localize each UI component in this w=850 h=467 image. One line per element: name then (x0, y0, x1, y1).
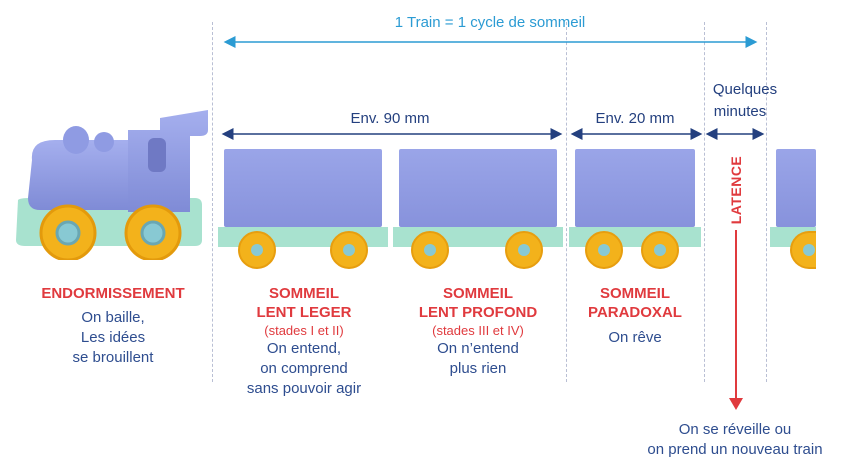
stage-title-line: PARADOXAL (588, 304, 682, 321)
latence-outcome: On se réveille ou on prend un nouveau tr… (620, 420, 850, 460)
outcome-line: on prend un nouveau train (647, 441, 823, 458)
duration-latence-2: minutes (713, 103, 767, 120)
stage-sub: (stades I et II) (264, 323, 344, 338)
stage-endormissement: ENDORMISSEMENT On baille, Les idées se b… (0, 284, 226, 368)
cycle-label: 1 Train = 1 cycle de sommeil (394, 14, 586, 31)
wagon-paradoxal (575, 149, 695, 227)
stage-title: ENDORMISSEMENT (41, 285, 185, 302)
wheel-icon (641, 231, 679, 269)
stage-title-line: LENT PROFOND (418, 304, 538, 321)
wheel-icon (585, 231, 623, 269)
duration-latence-1: Quelques (712, 81, 778, 98)
separator-paradoxal (566, 22, 567, 382)
locomotive-icon (16, 110, 208, 260)
stage-lent-profond: SOMMEIL LENT PROFOND (stades III et IV) … (392, 284, 564, 379)
stage-title-line: SOMMEIL (600, 285, 670, 302)
separator-end (766, 22, 767, 382)
stage-title-line: SOMMEIL (269, 285, 339, 302)
duration-light-deep: Env. 90 mm (350, 110, 430, 127)
wheel-icon (790, 231, 816, 269)
stage-desc-line: on comprend (260, 360, 348, 377)
wagon-next-train (776, 149, 816, 227)
stage-desc-line: sans pouvoir agir (246, 380, 362, 397)
stage-paradoxal: SOMMEIL PARADOXAL On rêve (567, 284, 703, 348)
stage-desc-line: On baille, (81, 309, 145, 326)
stage-sub: (stades III et IV) (432, 323, 524, 338)
separator-latence-start (704, 22, 705, 382)
stage-desc-line: On rêve (608, 329, 662, 346)
stage-desc-line: On n’entend (437, 340, 519, 357)
wheel-icon (238, 231, 276, 269)
latence-down-arrow (729, 230, 743, 410)
latence-label: LATENCE (728, 155, 744, 225)
separator-start (212, 22, 213, 382)
stage-desc-line: On entend, (266, 340, 342, 357)
stage-desc-line: Les idées (80, 329, 146, 346)
outcome-line: On se réveille ou (678, 421, 792, 438)
stage-lent-leger: SOMMEIL LENT LEGER (stades I et II) On e… (215, 284, 393, 399)
stage-desc-line: se brouillent (72, 349, 154, 366)
stage-title-line: SOMMEIL (443, 285, 513, 302)
stage-title-line: LENT LEGER (256, 304, 352, 321)
wheel-icon (330, 231, 368, 269)
wheel-icon (505, 231, 543, 269)
stage-desc-line: plus rien (449, 360, 507, 377)
duration-paradoxal: Env. 20 mm (595, 110, 675, 127)
dimension-arrows (221, 36, 765, 140)
wagon-lent-leger (224, 149, 382, 227)
wheel-icon (411, 231, 449, 269)
wagon-lent-profond (399, 149, 557, 227)
